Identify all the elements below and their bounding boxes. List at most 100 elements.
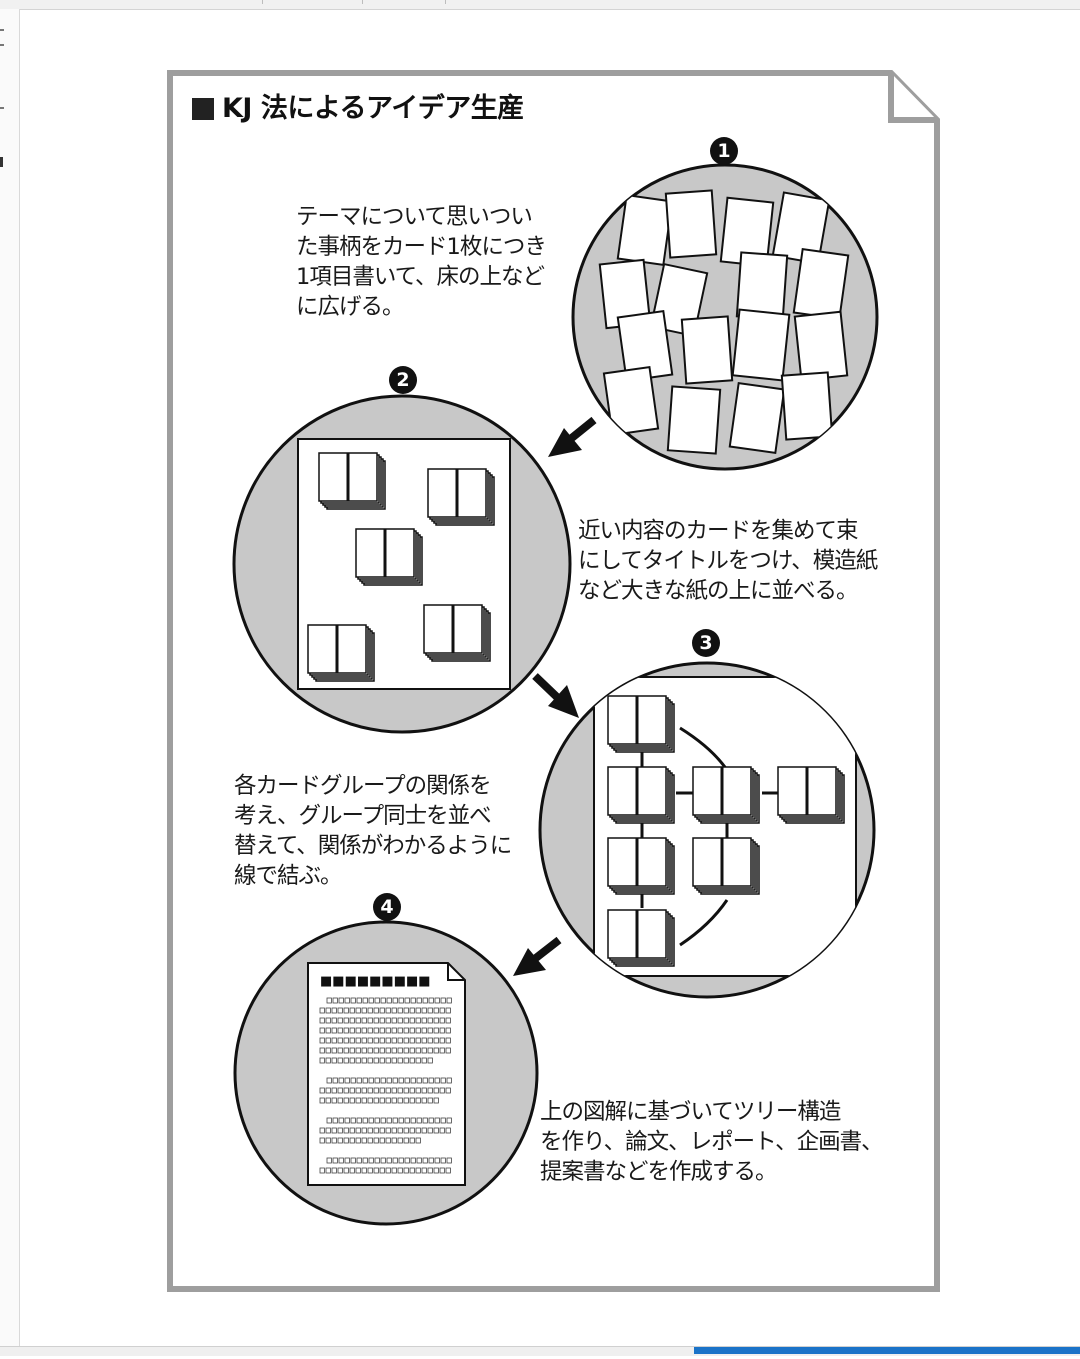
text-glyph-box [409, 1017, 415, 1024]
text-glyph-box [433, 1087, 439, 1094]
text-glyph-box [356, 997, 362, 1004]
text-glyph-box [391, 1047, 397, 1054]
card-bundle [607, 837, 675, 895]
text-glyph-box [428, 1157, 434, 1164]
scroll-progress-indicator [694, 1347, 1080, 1354]
toolbar-divider [362, 0, 363, 4]
text-glyph-box [403, 1057, 409, 1064]
text-glyph-box [439, 1037, 445, 1044]
text-glyph-box [440, 1157, 446, 1164]
text-glyph-box [373, 1027, 379, 1034]
text-glyph-box [373, 1047, 379, 1054]
text-glyph-box [361, 1037, 367, 1044]
text-glyph-box [403, 1037, 409, 1044]
text-glyph-box [410, 1117, 416, 1124]
text-glyph-box [331, 1127, 337, 1134]
text-glyph-box [421, 1167, 427, 1174]
step-4-caption: 上の図解に基づいてツリー構造 を作り、論文、レポート、企画書、 提案書などを作成… [540, 1099, 884, 1185]
text-glyph-box [325, 1097, 331, 1104]
folded-corner [888, 73, 937, 123]
text-glyph-box [439, 1017, 445, 1024]
text-glyph-box [367, 1097, 373, 1104]
text-glyph-box [331, 1097, 337, 1104]
text-glyph-box [325, 1017, 331, 1024]
text-glyph-box [380, 1157, 386, 1164]
text-glyph-box [319, 1127, 325, 1134]
text-glyph-box [368, 1157, 374, 1164]
text-glyph-box [325, 1047, 331, 1054]
text-glyph-box [385, 1047, 391, 1054]
text-glyph-box [416, 1077, 422, 1084]
text-glyph-box [337, 1097, 343, 1104]
text-glyph-box [337, 1127, 343, 1134]
text-glyph-box [403, 1167, 409, 1174]
text-glyph-box [332, 1117, 338, 1124]
text-glyph-box [361, 1167, 367, 1174]
text-glyph-box [398, 997, 404, 1004]
text-glyph-box [349, 1167, 355, 1174]
text-glyph-box [422, 1077, 428, 1084]
text-glyph-box [391, 1097, 397, 1104]
step-1-caption: テーマについて思いつい た事柄をカード1枚につき 1項目書いて、床の上など に広… [296, 204, 547, 320]
text-glyph-box [355, 1007, 361, 1014]
text-glyph-box [415, 1167, 421, 1174]
toolbar-divider [445, 0, 446, 4]
text-glyph-box [403, 1007, 409, 1014]
text-glyph-box [385, 1027, 391, 1034]
text-glyph-box [421, 1127, 427, 1134]
document-heading: ■■■■■■■■■ [320, 974, 431, 989]
text-glyph-box [326, 1157, 332, 1164]
text-glyph-box [433, 1027, 439, 1034]
text-glyph-box [415, 1097, 421, 1104]
step-4-illustration: ■■■■■■■■■ [233, 920, 539, 1226]
text-glyph-box [361, 1137, 367, 1144]
text-glyph-box [434, 1117, 440, 1124]
text-glyph-box [427, 1037, 433, 1044]
text-glyph-box [440, 997, 446, 1004]
text-glyph-box [397, 1017, 403, 1024]
text-glyph-box [326, 1077, 332, 1084]
text-glyph-box [343, 1097, 349, 1104]
text-glyph-box [374, 1077, 380, 1084]
text-glyph-box [421, 1007, 427, 1014]
text-glyph-box [397, 1057, 403, 1064]
text-glyph-box [337, 1027, 343, 1034]
text-glyph-box [367, 1017, 373, 1024]
text-glyph-box [337, 1057, 343, 1064]
text-glyph-box [403, 1127, 409, 1134]
text-glyph-box [344, 997, 350, 1004]
arrow-3-to-4 [513, 936, 562, 976]
text-glyph-box [373, 1167, 379, 1174]
text-glyph-box [373, 1037, 379, 1044]
text-glyph-box [392, 1117, 398, 1124]
text-glyph-box [319, 1057, 325, 1064]
text-glyph-box [439, 1027, 445, 1034]
text-glyph-box [397, 1007, 403, 1014]
text-glyph-box [337, 1047, 343, 1054]
text-glyph-box [391, 1137, 397, 1144]
text-glyph-box [319, 1137, 325, 1144]
text-glyph-box [338, 1117, 344, 1124]
text-glyph-box [410, 1077, 416, 1084]
text-glyph-box [355, 1087, 361, 1094]
text-glyph-box [434, 997, 440, 1004]
text-glyph-box [409, 1037, 415, 1044]
text-glyph-box [415, 1087, 421, 1094]
text-glyph-box [349, 1027, 355, 1034]
text-glyph-box [326, 1117, 332, 1124]
text-glyph-box [373, 1137, 379, 1144]
text-glyph-box [427, 1017, 433, 1024]
step-1-illustration [571, 163, 879, 471]
text-glyph-box [343, 1127, 349, 1134]
text-glyph-box [410, 1157, 416, 1164]
text-glyph-box [373, 1087, 379, 1094]
text-glyph-box [355, 1137, 361, 1144]
text-glyph-box [391, 1127, 397, 1134]
text-glyph-box [325, 1007, 331, 1014]
text-glyph-box [385, 1127, 391, 1134]
text-glyph-box [409, 1167, 415, 1174]
text-glyph-box [385, 1007, 391, 1014]
step-number-4: 4 [373, 893, 401, 921]
text-glyph-box [445, 1087, 451, 1094]
